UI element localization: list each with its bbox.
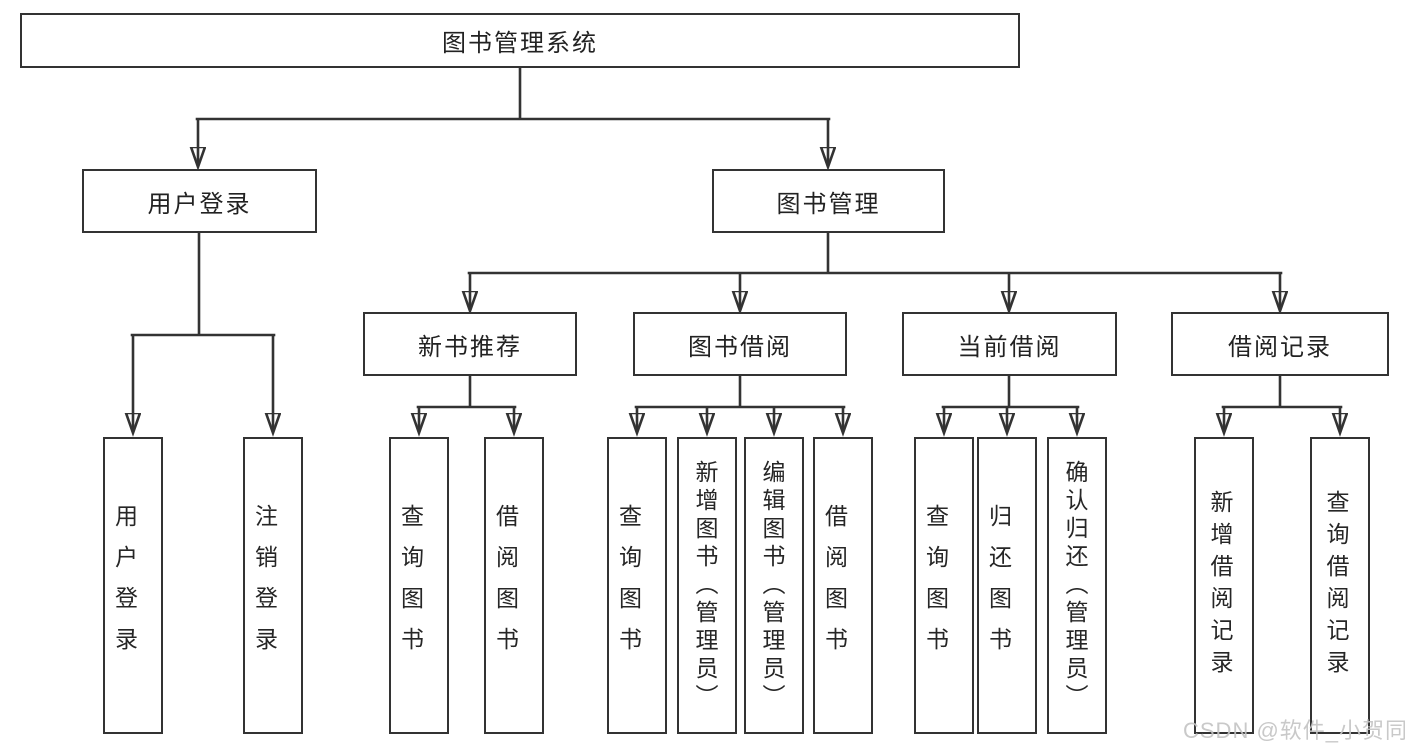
- leaf-query-borrow-record: 查询借阅记录: [1310, 437, 1370, 734]
- node-current-borrowing-label: 当前借阅: [957, 333, 1062, 361]
- node-book-management-label: 图书管理: [776, 190, 881, 218]
- leaf-borrow-books-recommend-label: 借阅图书: [492, 503, 519, 668]
- node-root-label: 图书管理系统: [442, 30, 598, 57]
- leaf-borrow-books: 借阅图书: [813, 437, 873, 734]
- leaf-query-borrow-record-label: 查询借阅记录: [1323, 489, 1349, 682]
- node-book-borrowing-label: 图书借阅: [688, 333, 792, 361]
- leaf-confirm-return-admin: 确认归还（管理员）: [1047, 437, 1107, 734]
- leaf-logout: 注销登录: [243, 437, 303, 734]
- leaf-borrow-books-recommend: 借阅图书: [484, 437, 544, 734]
- node-book-management: 图书管理: [712, 169, 945, 233]
- node-borrowing-records: 借阅记录: [1171, 312, 1389, 376]
- leaf-user-login: 用户登录: [103, 437, 163, 734]
- leaf-add-borrow-record-label: 新增借阅记录: [1207, 489, 1233, 682]
- leaf-borrow-books-label: 借阅图书: [821, 503, 848, 668]
- leaf-query-books-current-label: 查询图书: [922, 503, 949, 668]
- leaf-query-books-borrow-label: 查询图书: [615, 503, 642, 668]
- leaf-query-books-recommend-label: 查询图书: [397, 503, 424, 668]
- csdn-watermark: CSDN @软件_小贺同学: [1183, 718, 1405, 743]
- leaf-add-books-admin-label: 新增图书（管理员）: [692, 459, 718, 712]
- leaf-return-books: 归还图书: [977, 437, 1037, 734]
- leaf-query-books-current: 查询图书: [914, 437, 974, 734]
- node-current-borrowing: 当前借阅: [902, 312, 1117, 376]
- leaf-query-books-borrow: 查询图书: [607, 437, 667, 734]
- node-new-book-recommend-label: 新书推荐: [418, 333, 522, 361]
- leaf-add-books-admin: 新增图书（管理员）: [677, 437, 737, 734]
- node-new-book-recommend: 新书推荐: [363, 312, 577, 376]
- node-user-login: 用户登录: [82, 169, 317, 233]
- node-root-system: 图书管理系统: [20, 13, 1020, 68]
- node-borrowing-records-label: 借阅记录: [1228, 333, 1332, 361]
- leaf-edit-books-admin: 编辑图书（管理员）: [744, 437, 804, 734]
- leaf-user-login-label: 用户登录: [111, 503, 138, 668]
- node-user-login-label: 用户登录: [147, 190, 252, 218]
- leaf-query-books-recommend: 查询图书: [389, 437, 449, 734]
- leaf-edit-books-admin-label: 编辑图书（管理员）: [759, 459, 785, 712]
- leaf-confirm-return-admin-label: 确认归还（管理员）: [1062, 459, 1088, 712]
- leaf-logout-label: 注销登录: [251, 503, 278, 668]
- node-book-borrowing: 图书借阅: [633, 312, 847, 376]
- leaf-return-books-label: 归还图书: [985, 503, 1012, 668]
- leaf-add-borrow-record: 新增借阅记录: [1194, 437, 1254, 734]
